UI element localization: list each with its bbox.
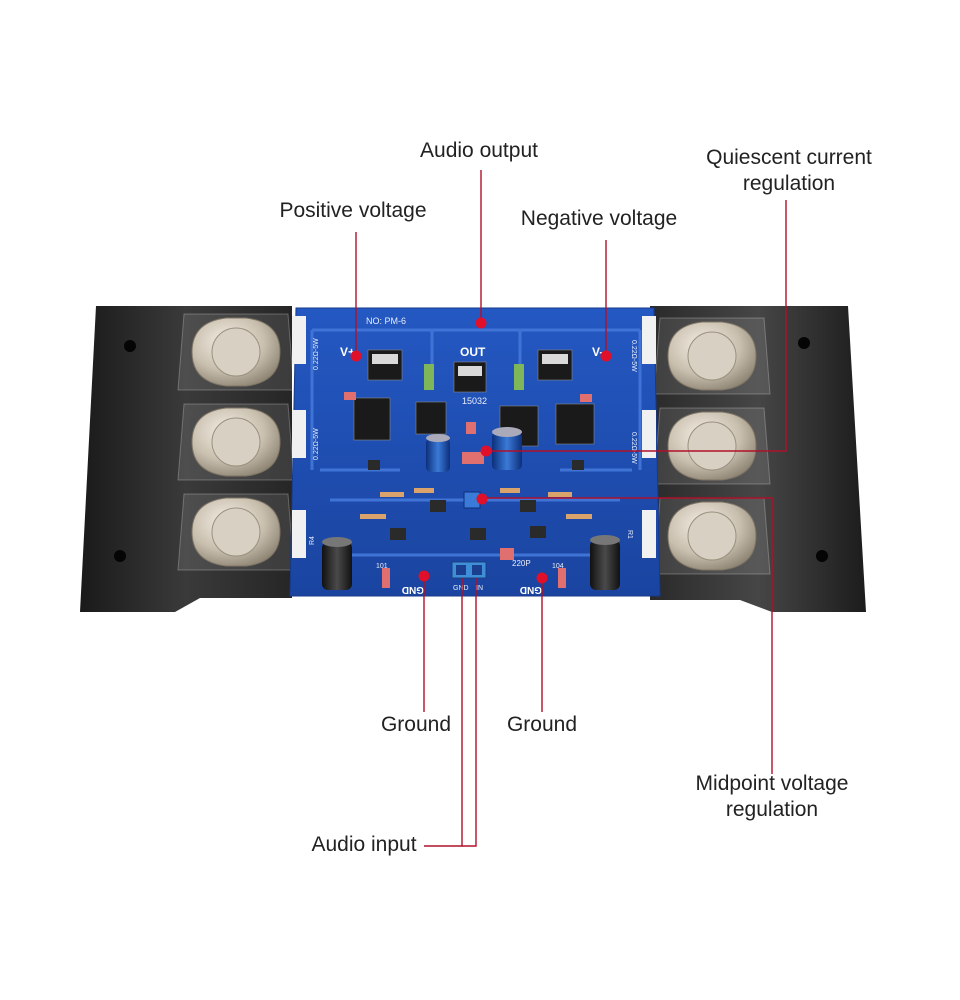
board-cap-code: 220P (512, 559, 531, 568)
board-res-104: 104 (552, 563, 564, 570)
label-ground-right: Ground (506, 713, 578, 736)
label-midpoint-line2: regulation (725, 798, 819, 821)
label-quiescent-line1: Quiescent current (706, 146, 872, 169)
marker-quiescent-current (480, 445, 492, 457)
label-midpoint-voltage: Midpoint voltage regulation (672, 771, 872, 823)
marker-audio-output (475, 317, 487, 329)
label-audio-input: Audio input (311, 833, 417, 856)
power-transistors-right (653, 317, 771, 575)
label-midpoint-line1: Midpoint voltage (695, 772, 849, 795)
board-in-gnd: GND (453, 585, 469, 592)
callout-markers (350, 317, 612, 584)
label-positive-voltage: Positive voltage (279, 199, 427, 222)
board-res-right: R1 (626, 530, 633, 539)
marker-negative-voltage (600, 350, 612, 362)
power-transistor-left-2 (177, 403, 295, 481)
board-model: NO: PM-6 (366, 316, 406, 326)
leader-midpoint-voltage (482, 497, 773, 774)
label-quiescent-current: Quiescent current regulation (684, 145, 894, 197)
marker-positive-voltage (350, 350, 362, 362)
board-vminus-label: V- (592, 345, 603, 359)
leader-audio-input-b (462, 578, 477, 847)
board-gnd-left: GND (402, 584, 424, 595)
board-res-code-1: 0.22Ω-5W (313, 338, 320, 370)
label-negative-voltage: Negative voltage (520, 207, 678, 230)
power-transistor-right-3 (653, 497, 771, 575)
label-audio-output: Audio output (420, 139, 538, 162)
marker-ground-left (418, 570, 430, 582)
board-res-left: R4 (309, 536, 316, 545)
board-res-code-4: 0.22Ω-5W (630, 432, 637, 464)
marker-midpoint-voltage (476, 493, 488, 505)
power-transistor-left-1 (177, 313, 295, 391)
power-transistor-right-2 (653, 407, 771, 485)
power-transistors-left (177, 313, 295, 571)
pcb-board: NO: PM-6 OUT V+ V- GND GND GND IN 0.22Ω-… (289, 307, 661, 597)
board-chip-code: 15032 (462, 396, 487, 406)
board-res-code-3: 0.22Ω-5W (630, 340, 637, 372)
board-res-101: 101 (376, 563, 388, 570)
leader-lines (355, 170, 787, 847)
label-quiescent-line2: regulation (742, 172, 836, 195)
board-in-in: IN (476, 585, 483, 592)
board-gnd-right: GND (520, 584, 542, 595)
leader-quiescent-current (486, 200, 787, 452)
board-out-label: OUT (460, 345, 486, 359)
power-transistor-left-3 (177, 493, 295, 571)
marker-ground-right (536, 572, 548, 584)
power-transistor-right-1 (653, 317, 771, 395)
label-ground-left: Ground (380, 713, 452, 736)
board-res-code-2: 0.22Ω-5W (313, 428, 320, 460)
